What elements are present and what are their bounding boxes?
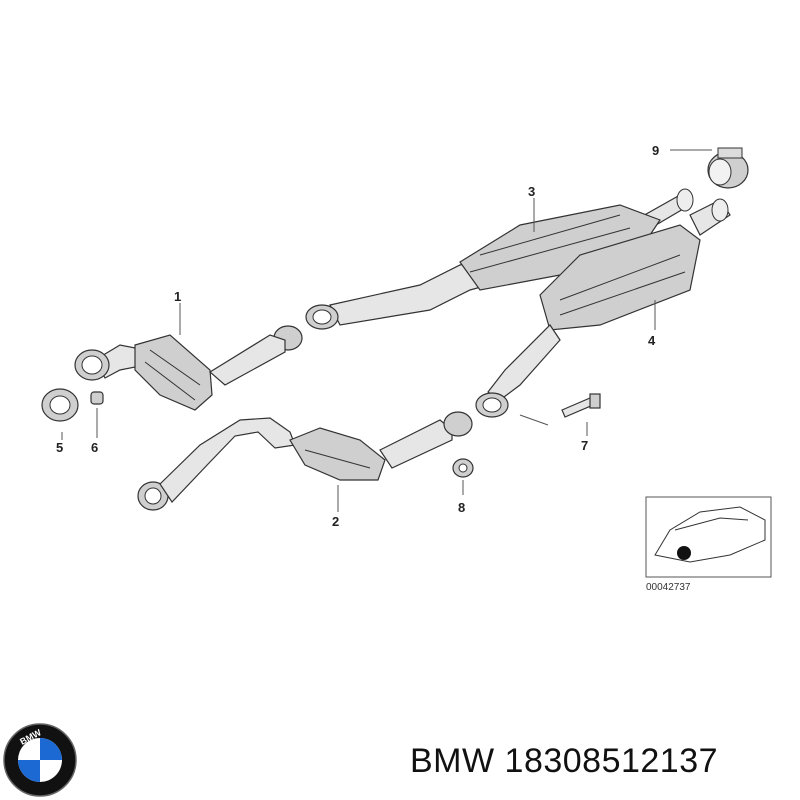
part-8-nut [452, 458, 474, 478]
callout-8: 8 [458, 500, 465, 515]
part-1-front-pipe [74, 334, 286, 411]
part-4-catalytic-converter [487, 198, 731, 401]
part-7-bolt [561, 393, 601, 418]
callout-6: 6 [91, 440, 98, 455]
flange-joint-upper [273, 304, 509, 418]
reference-number: 00042737 [646, 582, 691, 593]
part-9-clamp [707, 147, 749, 189]
part-number-caption: BMW 18308512137 [410, 742, 719, 780]
part-3-catalytic-converter [329, 188, 694, 326]
callout-9: 9 [652, 143, 659, 158]
callout-1: 1 [174, 289, 181, 304]
vehicle-location-inset: 00042737 [645, 496, 772, 593]
part-6-sleeve [90, 391, 104, 405]
callout-5: 5 [56, 440, 63, 455]
part-2-front-pipe [137, 411, 473, 511]
callout-2: 2 [332, 514, 339, 529]
part-5-gasket [41, 388, 79, 422]
callout-7: 7 [581, 438, 588, 453]
callout-3: 3 [528, 184, 535, 199]
leader-7b [519, 414, 549, 426]
bmw-logo: BMW [3, 723, 77, 797]
callout-4: 4 [648, 333, 656, 348]
